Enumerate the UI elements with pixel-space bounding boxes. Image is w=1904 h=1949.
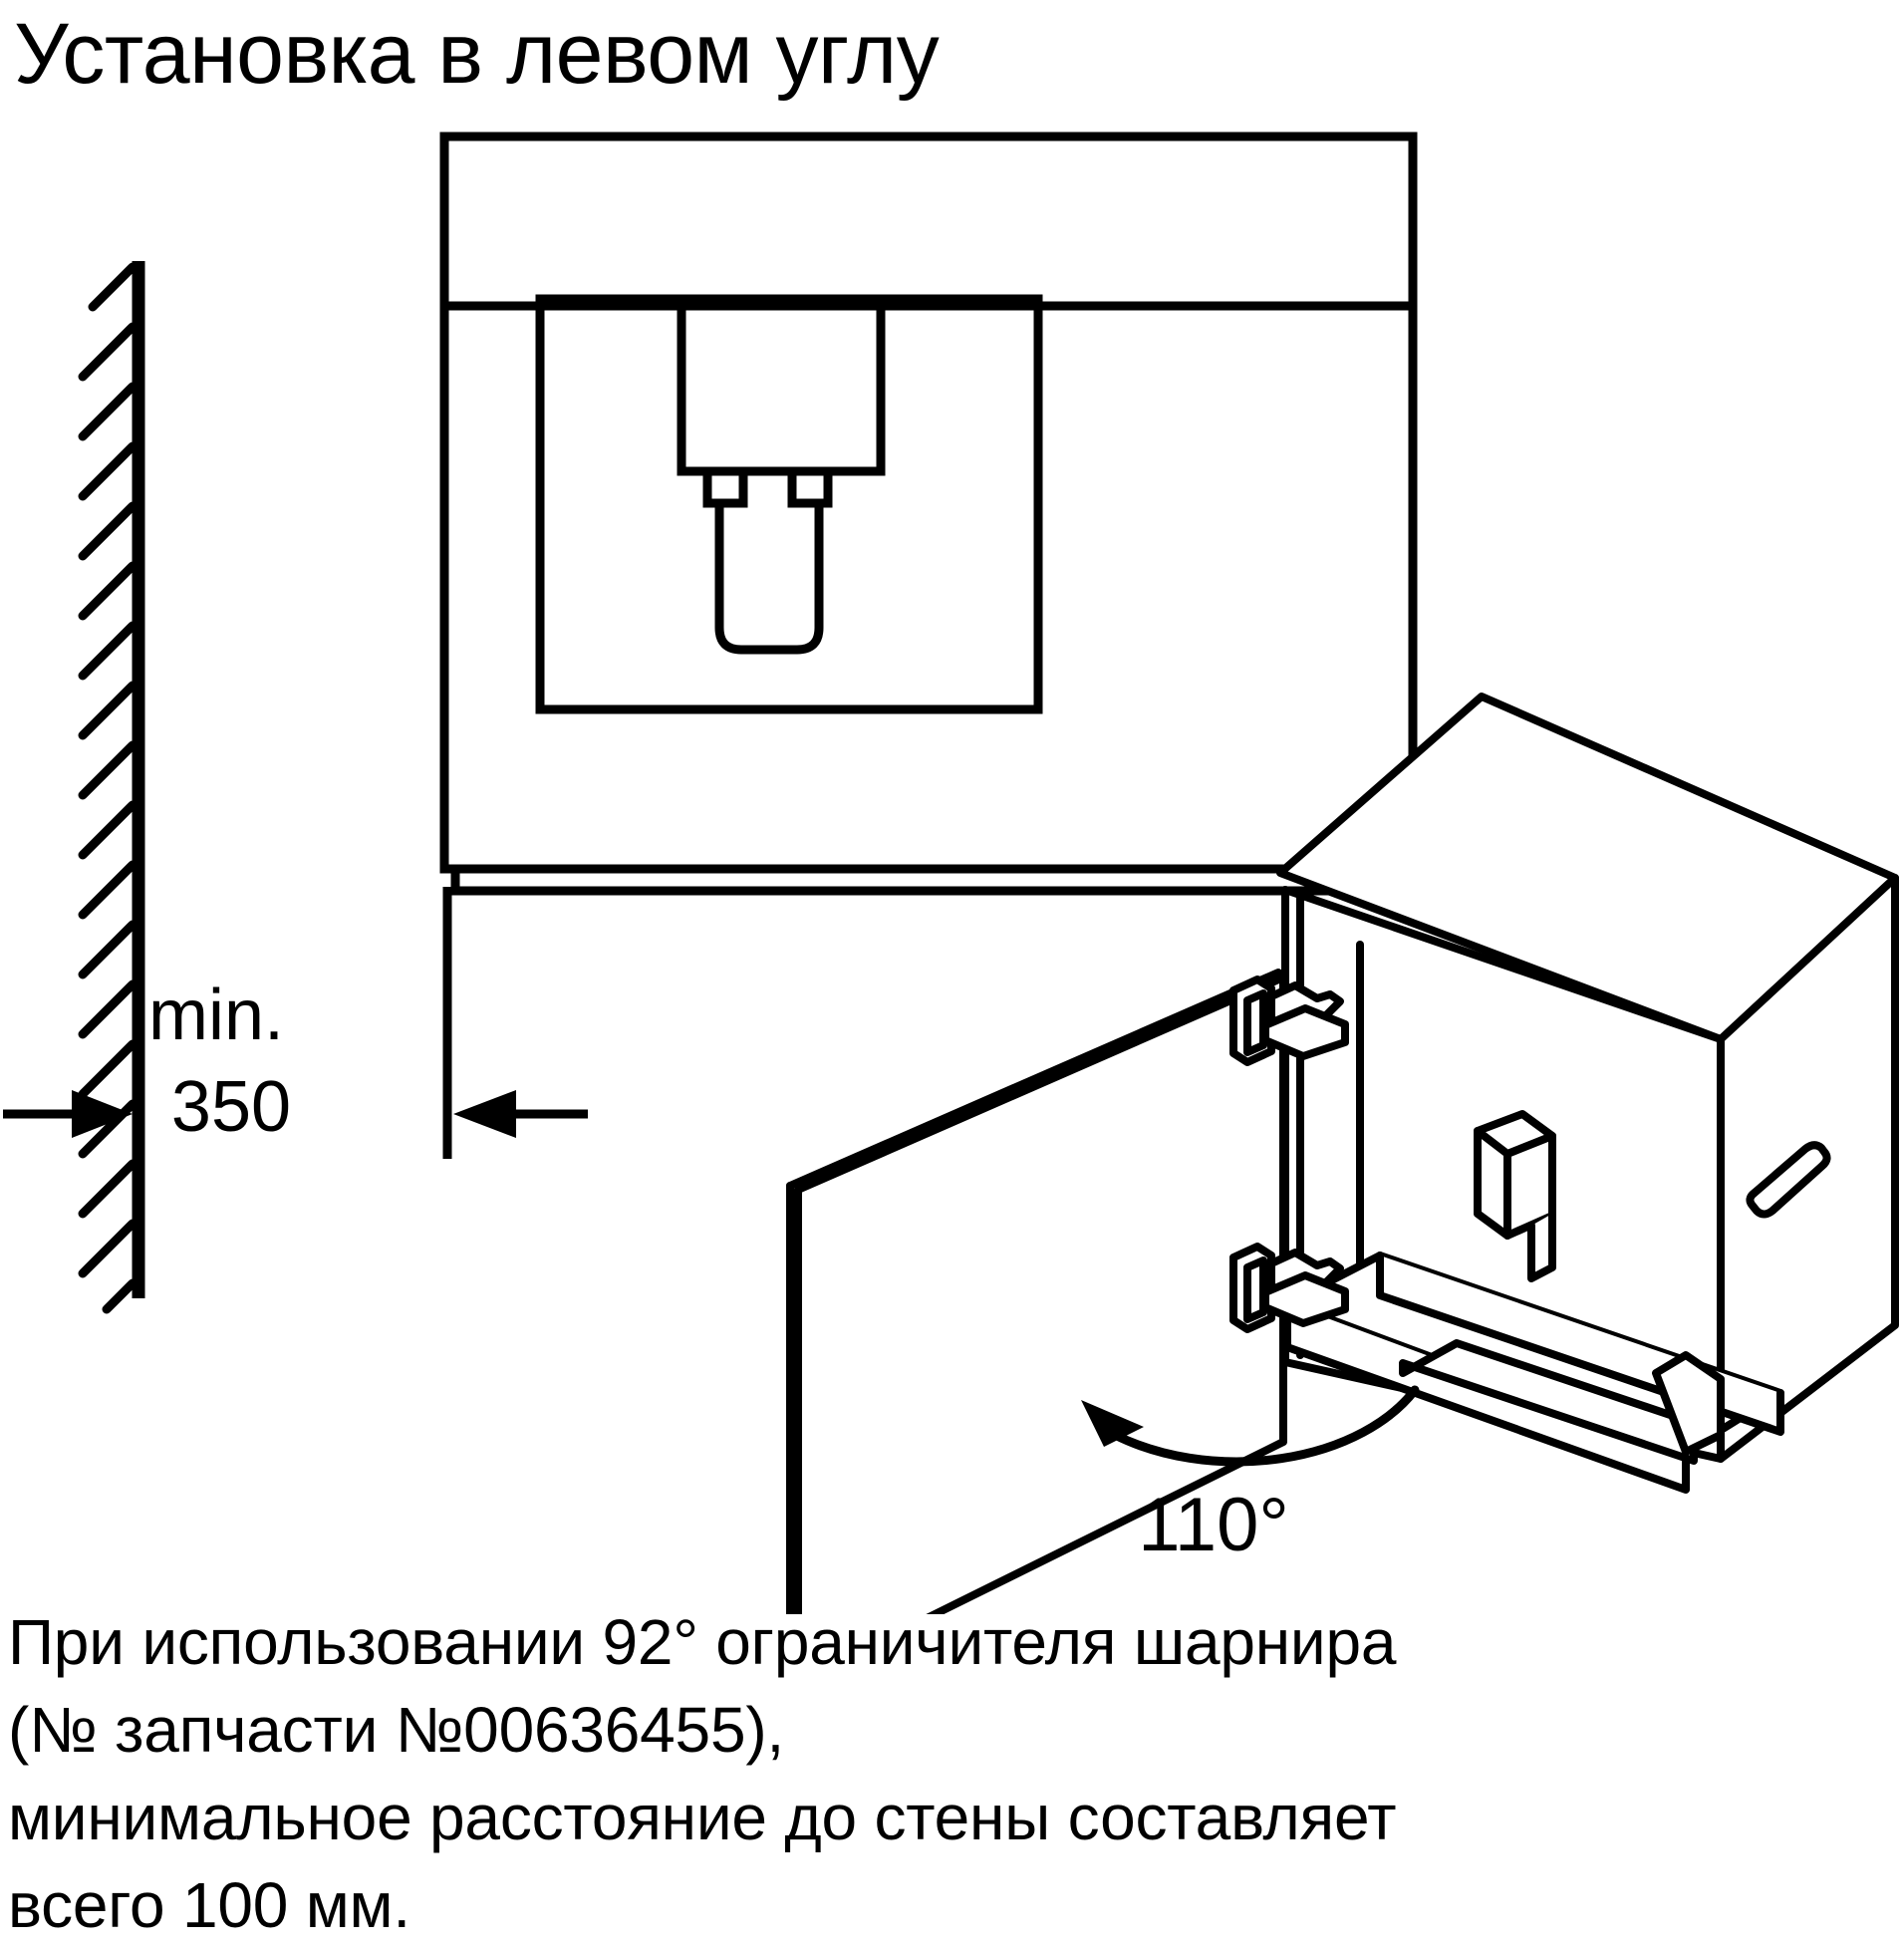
tray-corner-bracket <box>1652 1351 1725 1456</box>
bottom-tray <box>1283 1252 1784 1494</box>
wall-group <box>78 261 145 1314</box>
dispenser-nozzle-left <box>702 471 748 508</box>
angle-label: 110° <box>1138 1483 1289 1567</box>
note-line-4: всего 100 мм. <box>8 1869 410 1941</box>
handle-slot-icon <box>1746 1141 1831 1219</box>
corner-installation-figure: min. 350 <box>3 132 1899 1614</box>
angle-arrow-head <box>1081 1400 1144 1447</box>
angle-arc <box>1110 1385 1420 1467</box>
dispenser-nozzle-right-hidden <box>792 471 828 503</box>
recess-opening <box>535 294 1043 714</box>
front-body-outline <box>439 132 1418 874</box>
note-line-3: минимальное расстояние до стены составля… <box>8 1782 1397 1853</box>
appliance-front-view <box>439 132 1418 896</box>
door-top-edge-inner <box>786 969 1282 1190</box>
wall-hatch <box>78 262 137 1314</box>
dimension-label-value: 350 <box>171 1067 291 1147</box>
appliance-open-door-iso-view <box>786 693 1899 1614</box>
dispenser-spout <box>714 503 824 655</box>
page-title: Установка в левом углу <box>14 6 940 102</box>
note-line-1: При использовании 92° ограничителя шарни… <box>8 1606 1397 1678</box>
door-opening-angle-annotation: 110° <box>1081 1385 1420 1567</box>
note-line-2: (№ запчасти №00636455), <box>8 1694 785 1766</box>
hinge-limiter-note: При использовании 92° ограничителя шарни… <box>8 1598 1891 1949</box>
upper-hinge <box>1229 975 1349 1066</box>
dimension-label-min: min. <box>148 975 284 1055</box>
dimension-arrow-left-head <box>72 1090 133 1138</box>
wall-clearance-dimension: min. 350 <box>3 887 588 1159</box>
lower-hinge <box>1229 1243 1349 1333</box>
interior-component <box>1474 1110 1556 1282</box>
dispenser-head <box>677 299 886 476</box>
dispenser-nozzle-right <box>787 471 833 508</box>
dimension-arrow-right-head <box>453 1090 516 1138</box>
